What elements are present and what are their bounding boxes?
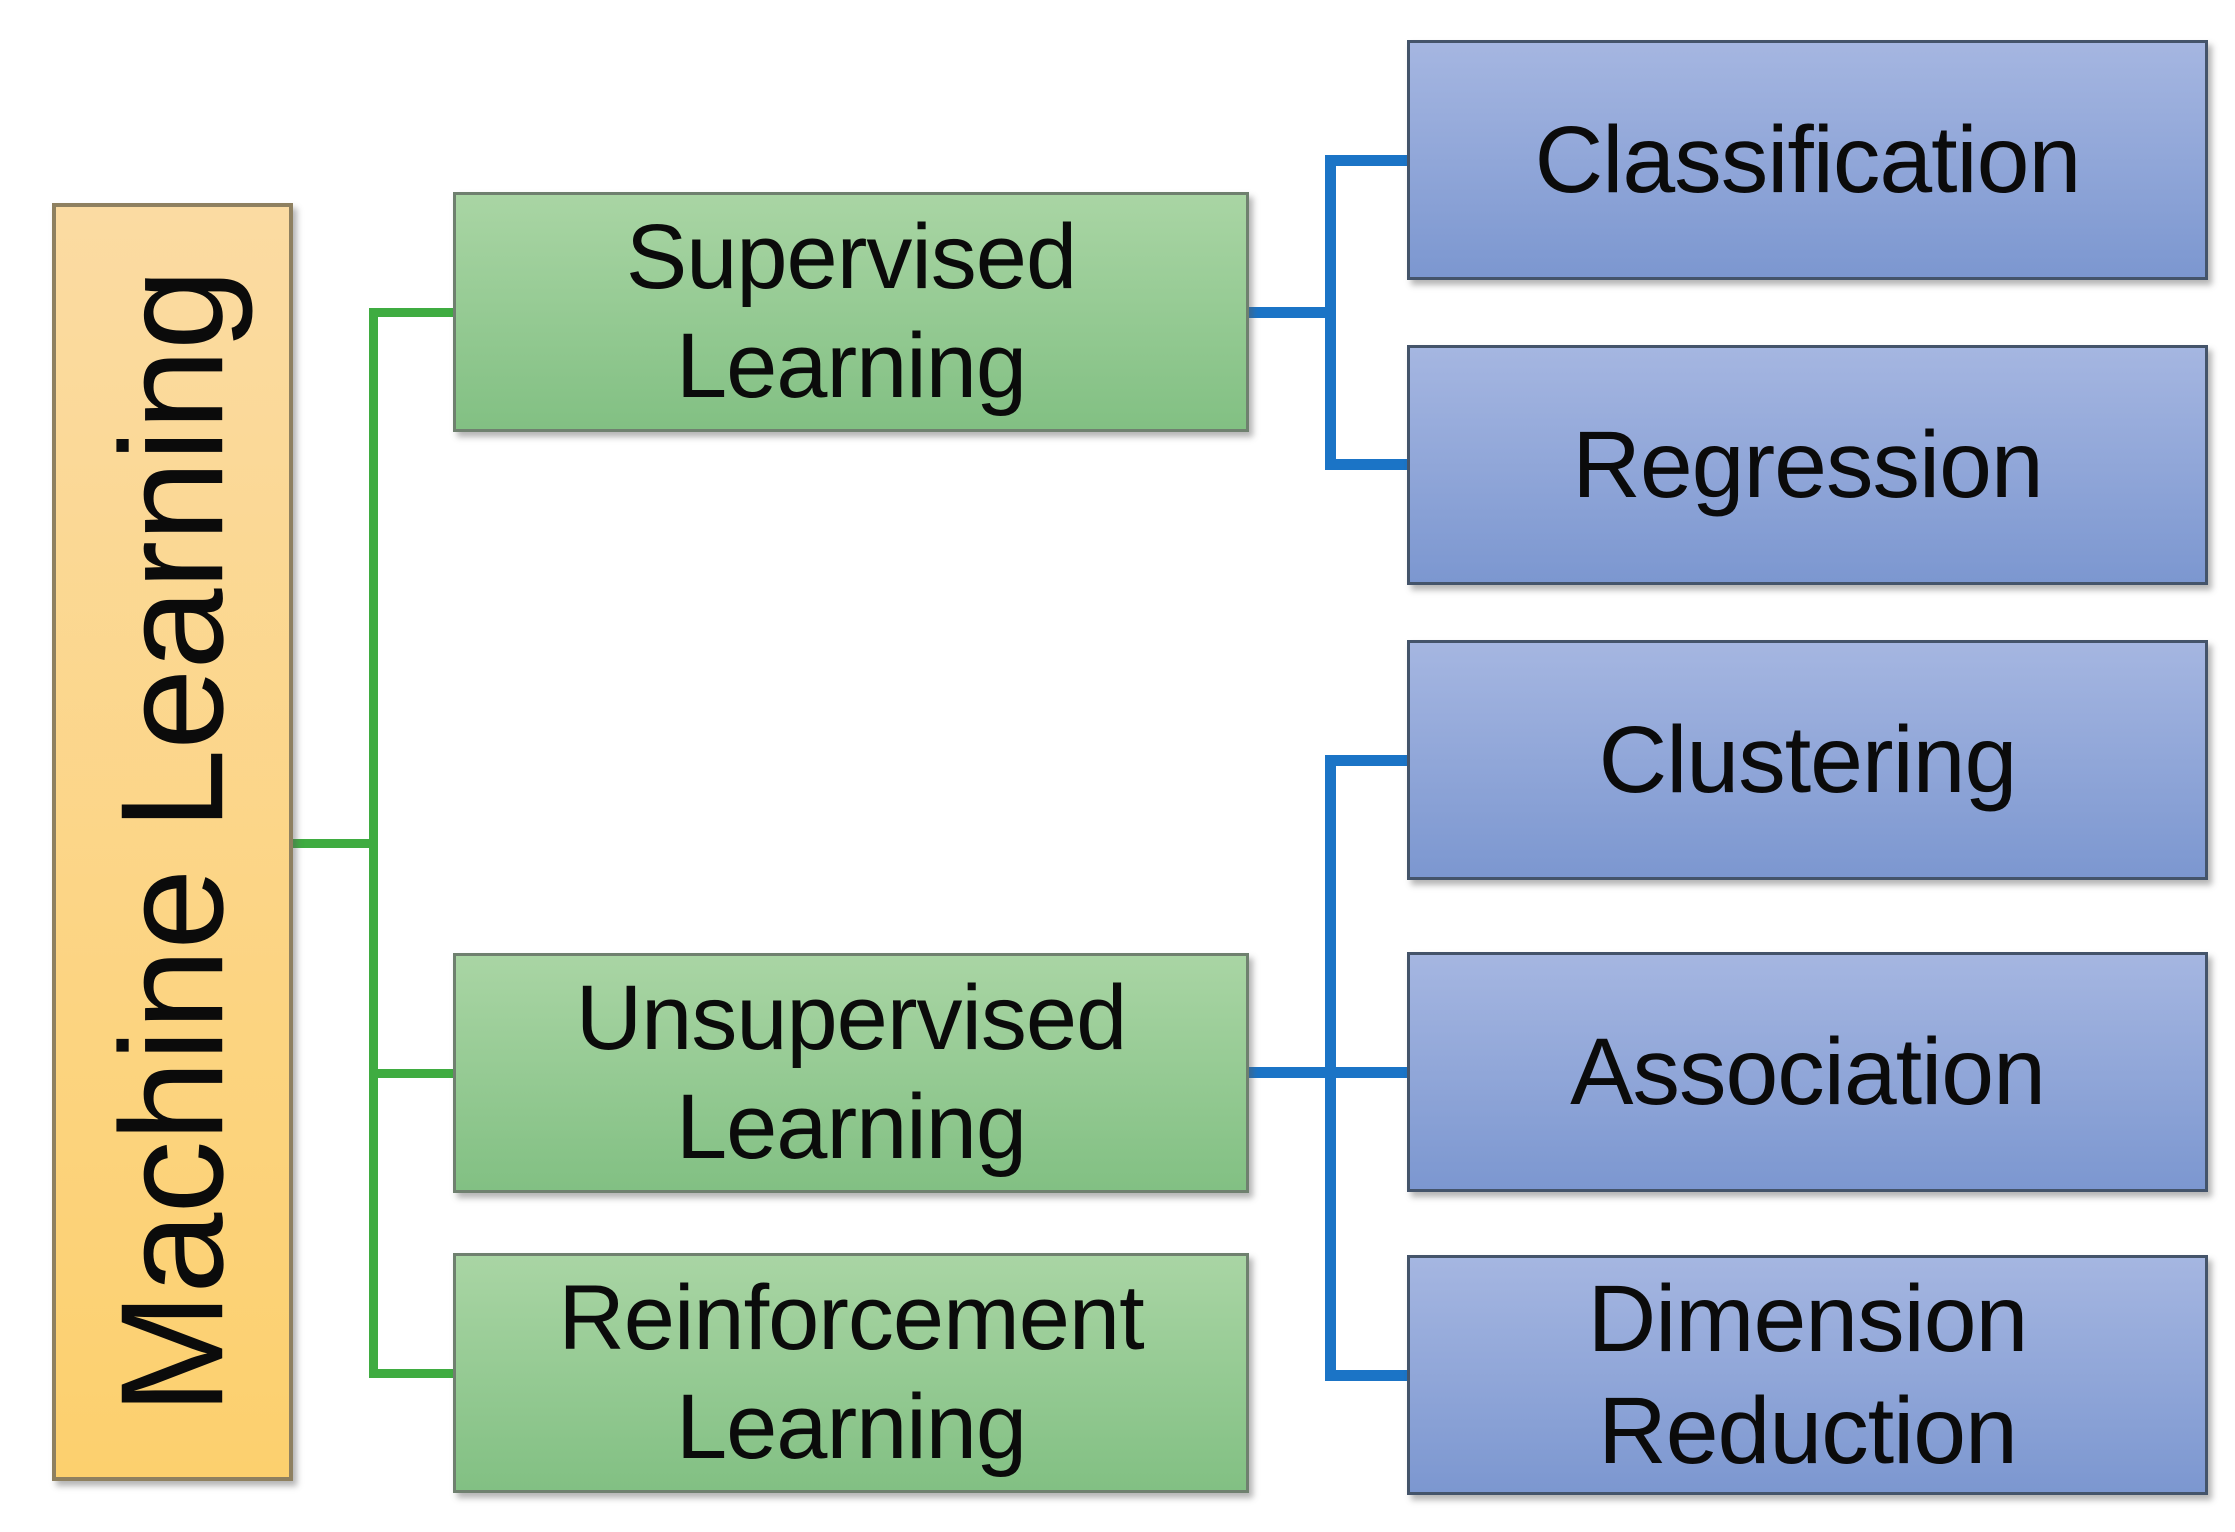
- blue-connector-stub-unsupervised: [1247, 1067, 1327, 1078]
- root-node-machine-learning: Machine Learning: [52, 203, 293, 1481]
- green-connector-stub-reinforcement: [376, 1369, 455, 1378]
- leaf-node-label: Classification: [1534, 106, 2082, 213]
- blue-connector-trunk-supervised: [1325, 155, 1336, 470]
- blue-connector-stub-regression: [1334, 459, 1409, 470]
- leaf-node-dimension-reduction: Dimension Reduction: [1407, 1255, 2208, 1495]
- blue-connector-stub-association: [1334, 1067, 1409, 1078]
- branch-node-reinforcement-learning: Reinforcement Learning: [453, 1253, 1249, 1493]
- leaf-node-classification: Classification: [1407, 40, 2208, 280]
- blue-connector-stub-dimension-reduction: [1334, 1370, 1409, 1381]
- branch-node-label: Reinforcement Learning: [558, 1267, 1144, 1478]
- branch-node-supervised-learning: Supervised Learning: [453, 192, 1249, 432]
- branch-node-unsupervised-learning: Unsupervised Learning: [453, 953, 1249, 1193]
- leaf-node-regression: Regression: [1407, 345, 2208, 585]
- green-connector-stub-root: [291, 839, 371, 848]
- green-connector-stub-supervised: [376, 308, 455, 317]
- blue-connector-stub-clustering: [1334, 755, 1409, 766]
- leaf-node-label: Regression: [1572, 411, 2044, 518]
- leaf-node-label: Clustering: [1598, 706, 2018, 813]
- blue-connector-stub-supervised: [1247, 307, 1327, 318]
- branch-node-label: Unsupervised Learning: [575, 967, 1128, 1178]
- blue-connector-stub-classification: [1334, 155, 1409, 166]
- root-node-label: Machine Learning: [90, 269, 254, 1415]
- leaf-node-association: Association: [1407, 952, 2208, 1192]
- green-connector-trunk: [369, 308, 378, 1378]
- green-connector-stub-unsupervised: [376, 1069, 455, 1078]
- leaf-node-clustering: Clustering: [1407, 640, 2208, 880]
- leaf-node-label: Dimension Reduction: [1587, 1265, 2029, 1484]
- branch-node-label: Supervised Learning: [625, 206, 1077, 417]
- blue-connector-trunk-unsupervised: [1325, 755, 1336, 1381]
- leaf-node-label: Association: [1570, 1018, 2046, 1125]
